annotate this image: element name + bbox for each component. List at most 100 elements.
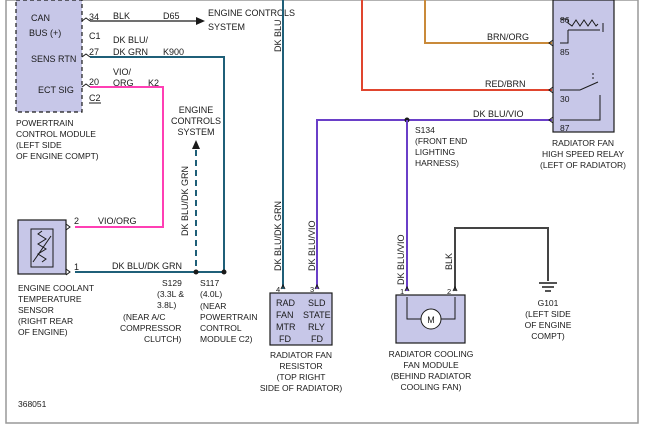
s117-line-2: (4.0L) bbox=[200, 289, 222, 299]
resistor-text-rad: RAD bbox=[276, 298, 296, 308]
s134-line-4: HARNESS) bbox=[415, 158, 459, 168]
wire-label-blk: BLK bbox=[113, 11, 130, 21]
ect-sig-wire: VIO/ ORG K2 bbox=[75, 67, 164, 228]
s129-line-3: 3.8L) bbox=[157, 300, 177, 310]
wire-red-brn bbox=[361, 0, 552, 91]
thermistor-symbol bbox=[37, 230, 47, 263]
s129-line-2: (3.3L & bbox=[157, 289, 184, 299]
wire-label-brn-org: BRN/ORG bbox=[487, 32, 529, 42]
pcm-pin-name-can-2: BUS (+) bbox=[29, 28, 61, 38]
circuit-label-k2: K2 bbox=[148, 78, 159, 88]
diagram-frame bbox=[5, 0, 639, 424]
relay-pin-86: 86 bbox=[560, 15, 570, 25]
wire-label-blk-ground: BLK bbox=[444, 253, 454, 270]
resistor-label-line-3: (TOP RIGHT bbox=[277, 372, 326, 382]
pcm-label-line-2: CONTROL MODULE bbox=[16, 129, 96, 139]
fan-label-line-1: RADIATOR COOLING bbox=[389, 349, 474, 359]
wire-blk-ground bbox=[454, 227, 549, 291]
fan-pin-1: 1 bbox=[400, 287, 404, 296]
ect-label-line-5: OF ENGINE) bbox=[18, 327, 68, 337]
wire-brn-org bbox=[424, 0, 552, 44]
pcm-pin-name-sens-rtn: SENS RTN bbox=[31, 54, 76, 64]
splice-s129-label: S129 (3.3L & 3.8L) (NEAR A/C COMPRESSOR … bbox=[120, 278, 184, 344]
circuit-label-k900: K900 bbox=[163, 47, 184, 57]
ect-connector-1 bbox=[65, 268, 71, 276]
resistor-text-mtr: MTR bbox=[276, 322, 296, 332]
wire-label-dk-blu-dk-grn-res: DK BLU/DK GRN bbox=[273, 201, 283, 271]
wire-label-dk-blu-top: DK BLU bbox=[273, 19, 283, 52]
fan-internal-wire-1 bbox=[406, 297, 421, 320]
relay-connector-87 bbox=[548, 116, 554, 124]
s129-line-4: (NEAR A/C bbox=[123, 312, 166, 322]
pcm-cavity-c2: C2 bbox=[89, 93, 101, 103]
fan-connector-1 bbox=[404, 285, 410, 292]
motor-label: M bbox=[427, 315, 435, 325]
can-bus-wire: BLK D65 ENGINE CONTROLS SYSTEM bbox=[90, 8, 295, 32]
relay-connector-85 bbox=[548, 39, 554, 47]
ground-g101: G101 (LEFT SIDE OF ENGINE COMPT) bbox=[525, 282, 572, 341]
fan-internal-wire-2 bbox=[441, 297, 456, 320]
engine-controls-label-3: SYSTEM bbox=[177, 127, 214, 137]
s129-line-5: COMPRESSOR bbox=[120, 323, 181, 333]
pcm-pin-number-20: 20 bbox=[89, 77, 99, 87]
s117-line-6: MODULE C2) bbox=[200, 334, 253, 344]
wire-label-vertical-dk-blu-dk-grn: DK BLU/DK GRN bbox=[180, 166, 190, 236]
relay-switch-contact bbox=[560, 95, 601, 121]
splice-dot-s129 bbox=[193, 269, 199, 275]
powertrain-control-module: CAN BUS (+) SENS RTN ECT SIG 34 C1 27 20… bbox=[15, 0, 101, 161]
ect-label-line-1: ENGINE COOLANT bbox=[18, 283, 94, 293]
relay-connector-30 bbox=[548, 86, 554, 94]
arrow-engine-controls bbox=[196, 17, 205, 25]
pcm-cavity-c1: C1 bbox=[89, 31, 101, 41]
radiator-cooling-fan-module: BLK 1 2 M RADIATOR COOLING FAN MODULE (B… bbox=[389, 227, 549, 392]
wire-dk-blu-dk-grn-k900 bbox=[90, 56, 225, 272]
s129-line-6: CLUTCH) bbox=[144, 334, 181, 344]
pcm-label-line-3: (LEFT SIDE bbox=[16, 140, 62, 150]
s117-line-4: POWERTRAIN bbox=[200, 312, 257, 322]
motor-symbol bbox=[420, 308, 442, 330]
engine-controls-branch: ENGINE CONTROLS SYSTEM DK BLU/DK GRN bbox=[171, 105, 221, 272]
relay-label-line-3: (LEFT OF RADIATOR) bbox=[540, 160, 626, 170]
relay-box bbox=[552, 0, 615, 133]
resistor-text-fd-2: FD bbox=[311, 334, 323, 344]
engine-controls-label-2: CONTROLS bbox=[171, 116, 221, 126]
s117-line-5: CONTROL bbox=[200, 323, 242, 333]
ect-label-line-3: SENSOR bbox=[18, 305, 54, 315]
sens-rtn-wire: DK BLU/ DK GRN K900 bbox=[90, 35, 225, 272]
ect-pin-2: 2 bbox=[74, 216, 79, 226]
wire-label-dk-blu: DK BLU/ bbox=[113, 35, 149, 45]
splice-s117-label: S117 (4.0L) (NEAR POWERTRAIN CONTROL MOD… bbox=[200, 278, 257, 344]
pcm-connector-34 bbox=[81, 17, 91, 22]
resistor-text-sld: SLD bbox=[308, 298, 326, 308]
sensor-return-wire: DK BLU/DK GRN bbox=[75, 261, 227, 275]
pcm-connector-20 bbox=[81, 83, 91, 88]
radiator-fan-resistor: 4 3 RAD SLD FAN STATE MTR RLY FD FD RADI… bbox=[260, 283, 342, 393]
fan-pin-2: 2 bbox=[447, 287, 451, 296]
relay-coil-lead-bottom bbox=[560, 30, 569, 44]
fan-label-line-4: COOLING FAN) bbox=[401, 382, 462, 392]
arrow-up-engine-controls bbox=[192, 140, 200, 149]
relay-pin-85: 85 bbox=[560, 47, 570, 57]
thermistor-slash bbox=[32, 235, 52, 263]
top-system-label-1: ENGINE CONTROLS bbox=[208, 8, 295, 18]
pcm-label-line-1: POWERTRAIN bbox=[16, 118, 73, 128]
s134-line-2: (FRONT END bbox=[415, 136, 467, 146]
wire-label-vio-org: VIO/ORG bbox=[98, 216, 137, 226]
wire-label-red-brn: RED/BRN bbox=[485, 79, 526, 89]
ect-sensor: 2 1 ENGINE COOLANT TEMPERATURE SENSOR (R… bbox=[17, 216, 94, 337]
resistor-label-line-1: RADIATOR FAN bbox=[270, 350, 332, 360]
relay-coil-symbol bbox=[567, 19, 599, 27]
resistor-text-rly: RLY bbox=[308, 322, 325, 332]
wire-dk-blu-vio-res bbox=[316, 119, 552, 289]
resistor-text-fd-1: FD bbox=[279, 334, 291, 344]
relay-pin-30: 30 bbox=[560, 94, 570, 104]
wire-label-dk-blu-vio-fan: DK BLU/VIO bbox=[396, 234, 406, 285]
ect-label-line-2: TEMPERATURE bbox=[18, 294, 82, 304]
wire-label-dk-blu-vio-relay: DK BLU/VIO bbox=[473, 109, 524, 119]
ground-label-line-2: (LEFT SIDE bbox=[525, 309, 571, 319]
diagram-id: 368051 bbox=[18, 399, 47, 409]
s117-line-1: S117 bbox=[200, 278, 219, 288]
s134-splice: DK BLU/VIO S134 (FRONT END LIGHTING HARN… bbox=[396, 109, 524, 291]
fan-label-line-3: (BEHIND RADIATOR bbox=[391, 371, 471, 381]
